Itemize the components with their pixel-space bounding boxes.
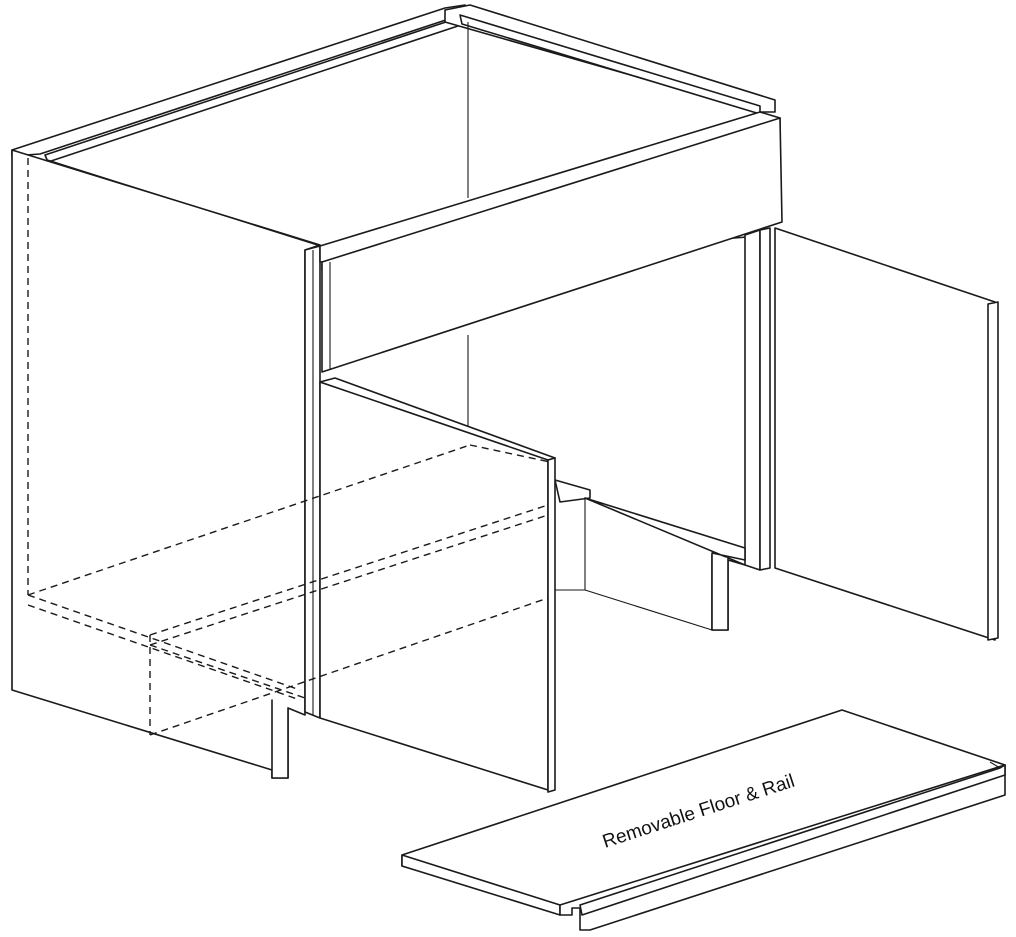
interior-cavity <box>554 479 746 631</box>
removable-floor-panel <box>401 709 1006 931</box>
false-drawer-front <box>319 111 783 373</box>
face-frame-left-stile <box>304 245 321 719</box>
face-frame-right-stile <box>744 227 771 571</box>
cabinet-top-frame <box>11 4 776 198</box>
left-side-panel <box>11 149 321 779</box>
right-door <box>774 227 999 641</box>
left-door <box>319 377 556 793</box>
hidden-floor-lines <box>27 444 551 736</box>
